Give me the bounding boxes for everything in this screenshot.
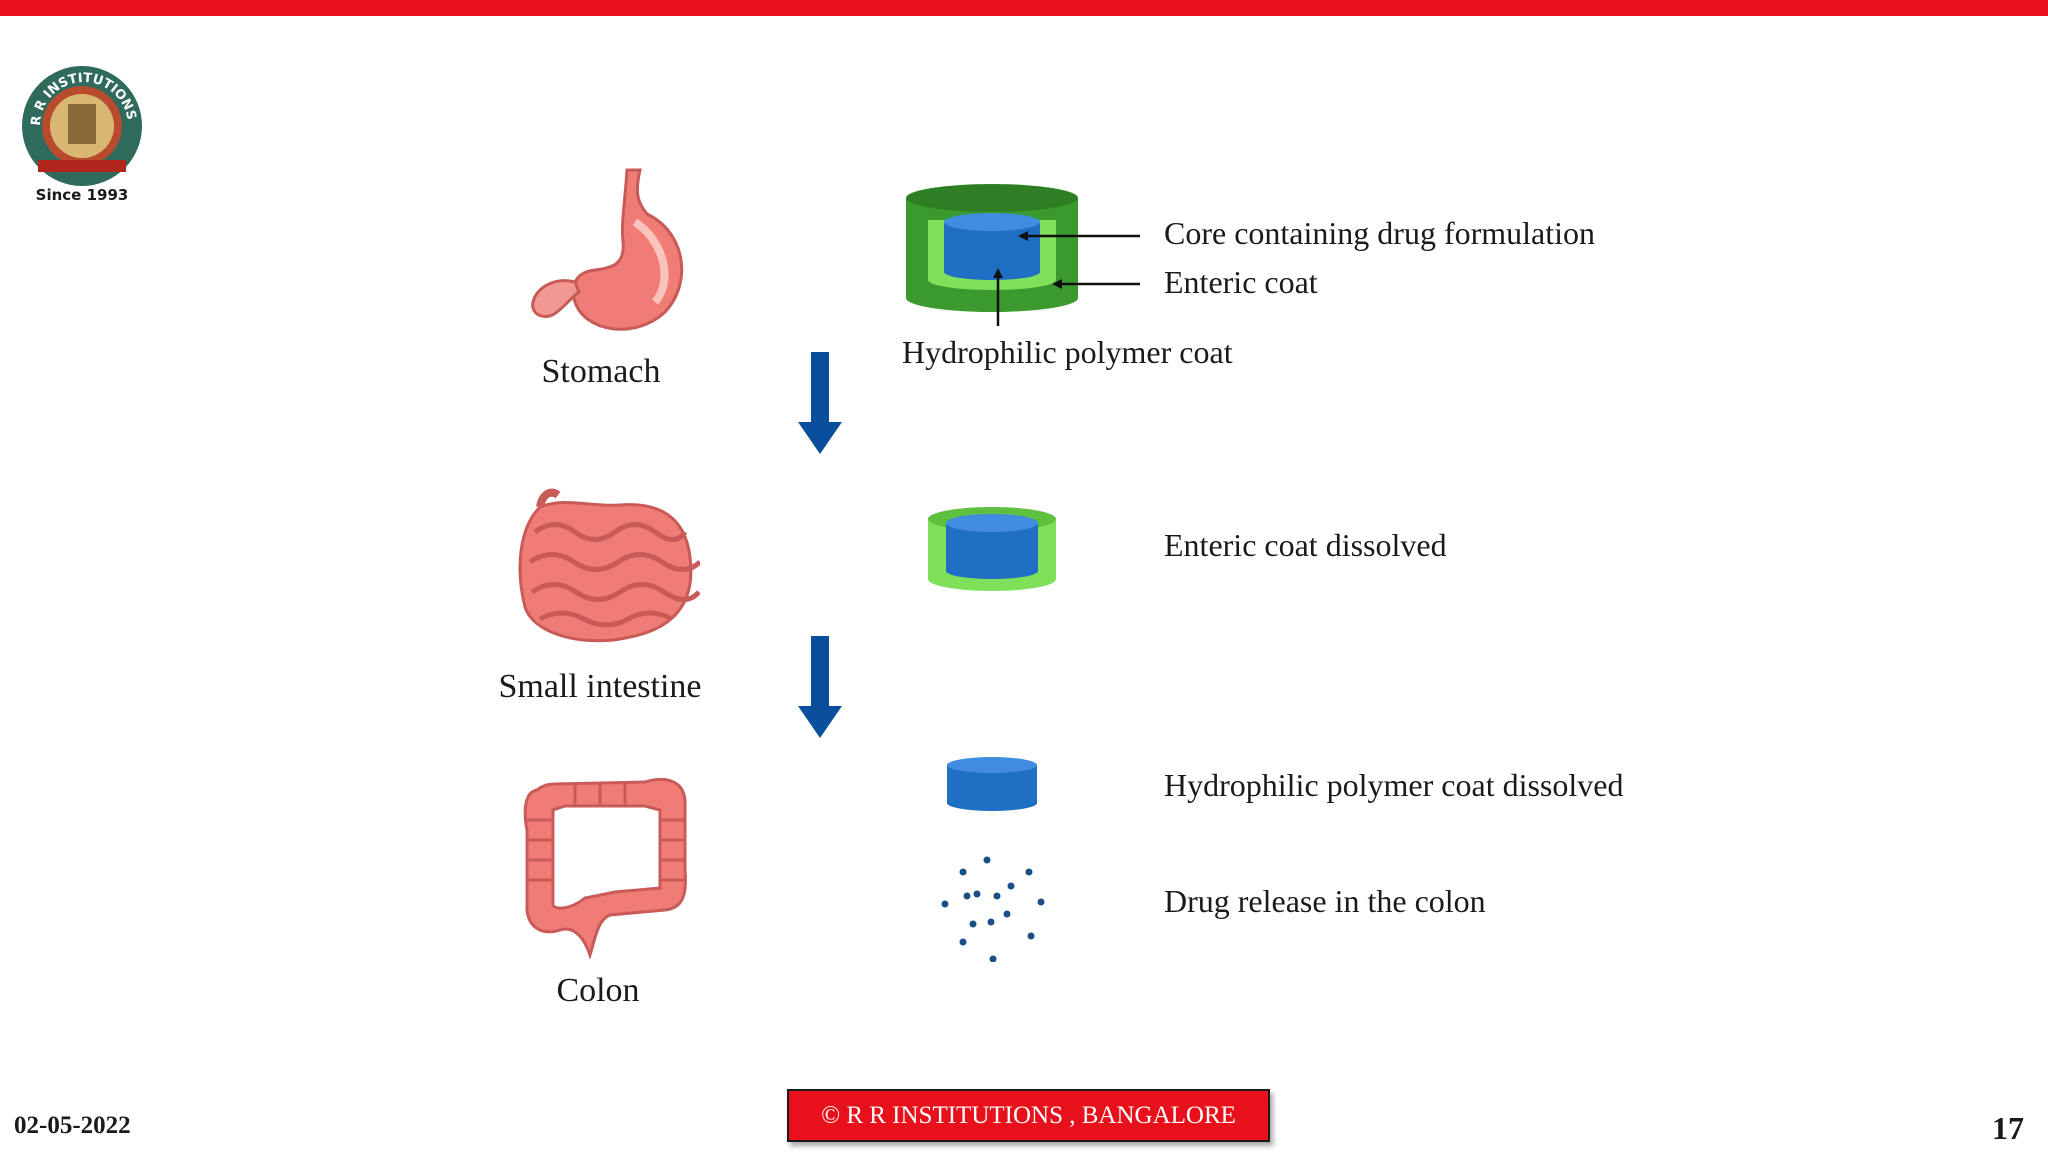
drug-core-tablet	[945, 755, 1039, 820]
released-drug-particles	[935, 852, 1045, 967]
down-arrow-2	[796, 636, 844, 745]
label-drug-release-colon: Drug release in the colon	[1164, 883, 1486, 919]
label-core-drug-formulation: Core containing drug formulation	[1164, 215, 1596, 251]
label-hydrophilic-coat-dissolved: Hydrophilic polymer coat dissolved	[1164, 767, 1624, 803]
label-enteric-coat: Enteric coat	[1164, 264, 1318, 300]
top-accent-bar	[0, 0, 2048, 16]
organ-label-colon: Colon	[556, 972, 640, 1009]
colon-illustration	[515, 770, 695, 965]
organ-label-small-intestine: Small intestine	[498, 668, 702, 705]
stomach-illustration	[515, 162, 705, 337]
down-arrow-1	[796, 352, 844, 461]
organ-label-stomach: Stomach	[541, 353, 661, 390]
footer-date: 02-05-2022	[14, 1112, 131, 1139]
institution-logo: R R INSTITUTIONS Since 1993	[18, 58, 148, 208]
small-intestine-illustration	[510, 487, 702, 652]
tablet-enteric-dissolved	[924, 505, 1060, 600]
footer-copyright-text: © R R INSTITUTIONS , BANGALORE	[821, 1101, 1236, 1129]
label-hydrophilic-polymer-coat: Hydrophilic polymer coat	[902, 334, 1233, 370]
footer-copyright-badge: © R R INSTITUTIONS , BANGALORE	[787, 1089, 1270, 1142]
coated-tablet-diagram	[900, 180, 1150, 335]
label-enteric-coat-dissolved: Enteric coat dissolved	[1164, 527, 1447, 563]
page-number: 17	[1992, 1110, 2024, 1146]
logo-since-text: Since 1993	[36, 186, 129, 204]
